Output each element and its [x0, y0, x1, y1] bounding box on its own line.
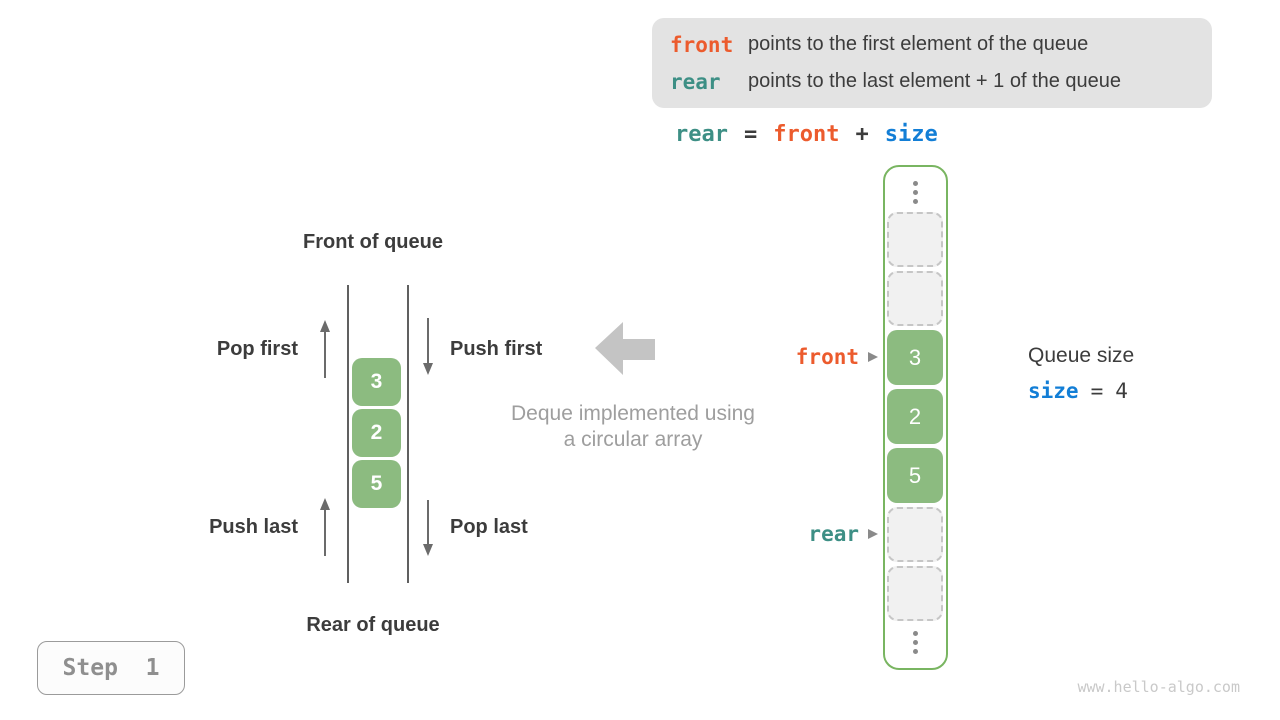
array-cell-empty — [887, 566, 943, 621]
queue-value-box: 5 — [352, 460, 401, 508]
right-arrowhead-icon — [868, 529, 878, 539]
caption-line-1: Deque implemented using — [511, 402, 755, 425]
array-cell-value: 3 — [887, 330, 943, 385]
front-of-queue-title: Front of queue — [303, 231, 443, 253]
pop-first-label: Pop first — [216, 338, 298, 360]
array-cell-empty — [887, 212, 943, 267]
pop-last-down-arrow-icon — [422, 500, 433, 556]
formula-rear: rear — [675, 122, 728, 147]
formula-plus: + — [855, 122, 869, 147]
front-definition-text: points to the first element of the queue — [748, 33, 1089, 55]
rear-keyword: rear — [670, 69, 721, 94]
caption-line-2: a circular array — [563, 428, 703, 451]
array-cell-value: 5 — [887, 448, 943, 503]
rear-pointer-label: rear — [808, 522, 859, 546]
array-cell-value: 2 — [887, 389, 943, 444]
ellipsis-bottom-icon — [885, 631, 946, 654]
push-last-label: Push last — [209, 516, 298, 538]
pop-last-label: Pop last — [450, 516, 528, 538]
pop-first-up-arrow-icon — [319, 320, 330, 378]
front-pointer-label: front — [795, 345, 859, 369]
diagram-caption: Deque implemented using a circular array — [494, 401, 772, 453]
array-cell-empty — [887, 507, 943, 562]
push-last-up-arrow-icon — [319, 498, 330, 556]
left-block-arrow-icon — [595, 322, 655, 375]
watermark: www.hello-algo.com — [1077, 678, 1240, 696]
front-pointer-row: front — [700, 344, 878, 370]
formula-front: front — [773, 122, 840, 147]
queue-value-box: 2 — [352, 409, 401, 457]
queue-size-equation: size = 4 — [1028, 379, 1128, 403]
right-arrowhead-icon — [868, 352, 878, 362]
pointer-definitions-box: front points to the first element of the… — [652, 18, 1212, 108]
array-cell-empty — [887, 271, 943, 326]
formula-size: size — [884, 122, 938, 147]
push-first-down-arrow-icon — [422, 318, 433, 375]
size-equals: = — [1090, 379, 1104, 403]
front-definition-row: front points to the first element of the… — [670, 30, 1212, 60]
step-badge: Step 1 — [37, 641, 185, 695]
formula-equals: = — [743, 122, 758, 147]
ellipsis-top-icon — [885, 181, 946, 204]
rear-formula: rear = front + size — [675, 122, 938, 148]
queue-channel-left-line — [347, 285, 349, 583]
size-value: 4 — [1115, 379, 1128, 403]
front-keyword: front — [670, 32, 734, 57]
circular-array: 3 2 5 — [883, 165, 948, 670]
step-badge-label: Step 1 — [62, 655, 160, 681]
rear-definition-text: points to the last element + 1 of the qu… — [748, 70, 1122, 92]
queue-channel-right-line — [407, 285, 409, 583]
rear-definition-row: rear points to the last element + 1 of t… — [670, 67, 1212, 97]
size-variable: size — [1028, 379, 1079, 403]
queue-size-heading: Queue size — [1028, 344, 1135, 367]
rear-pointer-row: rear — [700, 521, 878, 547]
queue-value-box: 3 — [352, 358, 401, 406]
push-first-label: Push first — [450, 338, 543, 360]
rear-of-queue-title: Rear of queue — [306, 614, 440, 636]
